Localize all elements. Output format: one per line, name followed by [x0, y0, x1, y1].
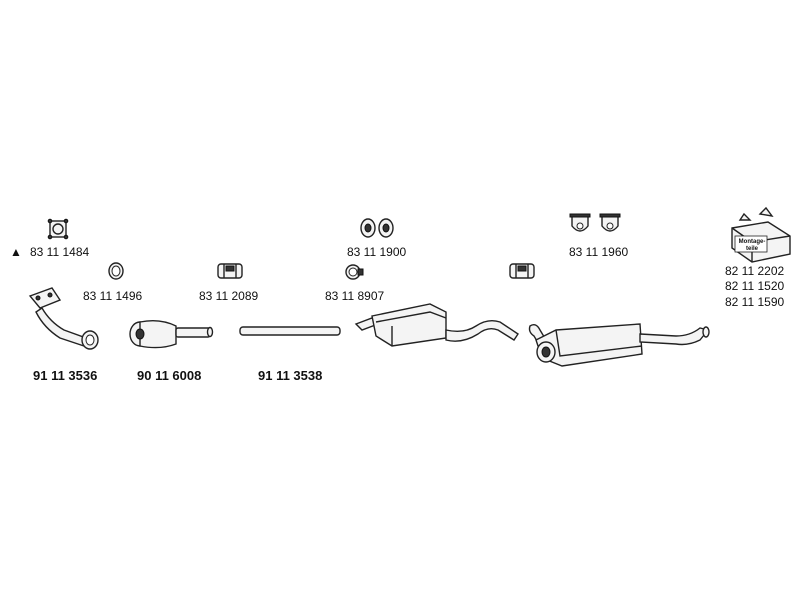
pipe-clamp-2-icon	[509, 263, 535, 279]
kit-box-label: Montage-teile	[738, 239, 766, 252]
rubber-hanger-icon	[360, 218, 394, 238]
part-number-82111590: 82 11 1590	[725, 295, 785, 309]
small-clamp-icon	[345, 264, 364, 280]
front-exhaust-pipe-icon	[28, 287, 99, 350]
catalytic-converter-icon	[129, 319, 214, 349]
middle-silencer-icon	[354, 303, 519, 347]
part-number-83111484: 83 11 1484	[30, 245, 90, 259]
bracket-hanger-icon	[569, 213, 621, 232]
pipe-clamp-icon	[217, 263, 243, 279]
part-number-91113538: 91 11 3538	[258, 368, 323, 383]
mounting-kit-box-icon	[731, 206, 791, 263]
part-number-83111900: 83 11 1900	[347, 245, 407, 259]
rear-silencer-icon	[528, 323, 710, 367]
intermediate-pipe-icon	[239, 326, 341, 336]
gasket-icon	[47, 218, 69, 240]
triangle-marker-icon: ▲	[10, 245, 22, 259]
part-number-83118907: 83 11 8907	[325, 289, 385, 303]
sealing-ring-icon	[108, 262, 124, 280]
part-number-82112202: 82 11 2202	[725, 264, 785, 278]
part-number-83111960: 83 11 1960	[569, 245, 629, 259]
part-number-83111496: 83 11 1496	[83, 289, 143, 303]
part-number-82111520: 82 11 1520	[725, 279, 785, 293]
part-number-83112089: 83 11 2089	[199, 289, 259, 303]
part-number-91113536: 91 11 3536	[33, 368, 98, 383]
part-number-90116008: 90 11 6008	[137, 368, 202, 383]
